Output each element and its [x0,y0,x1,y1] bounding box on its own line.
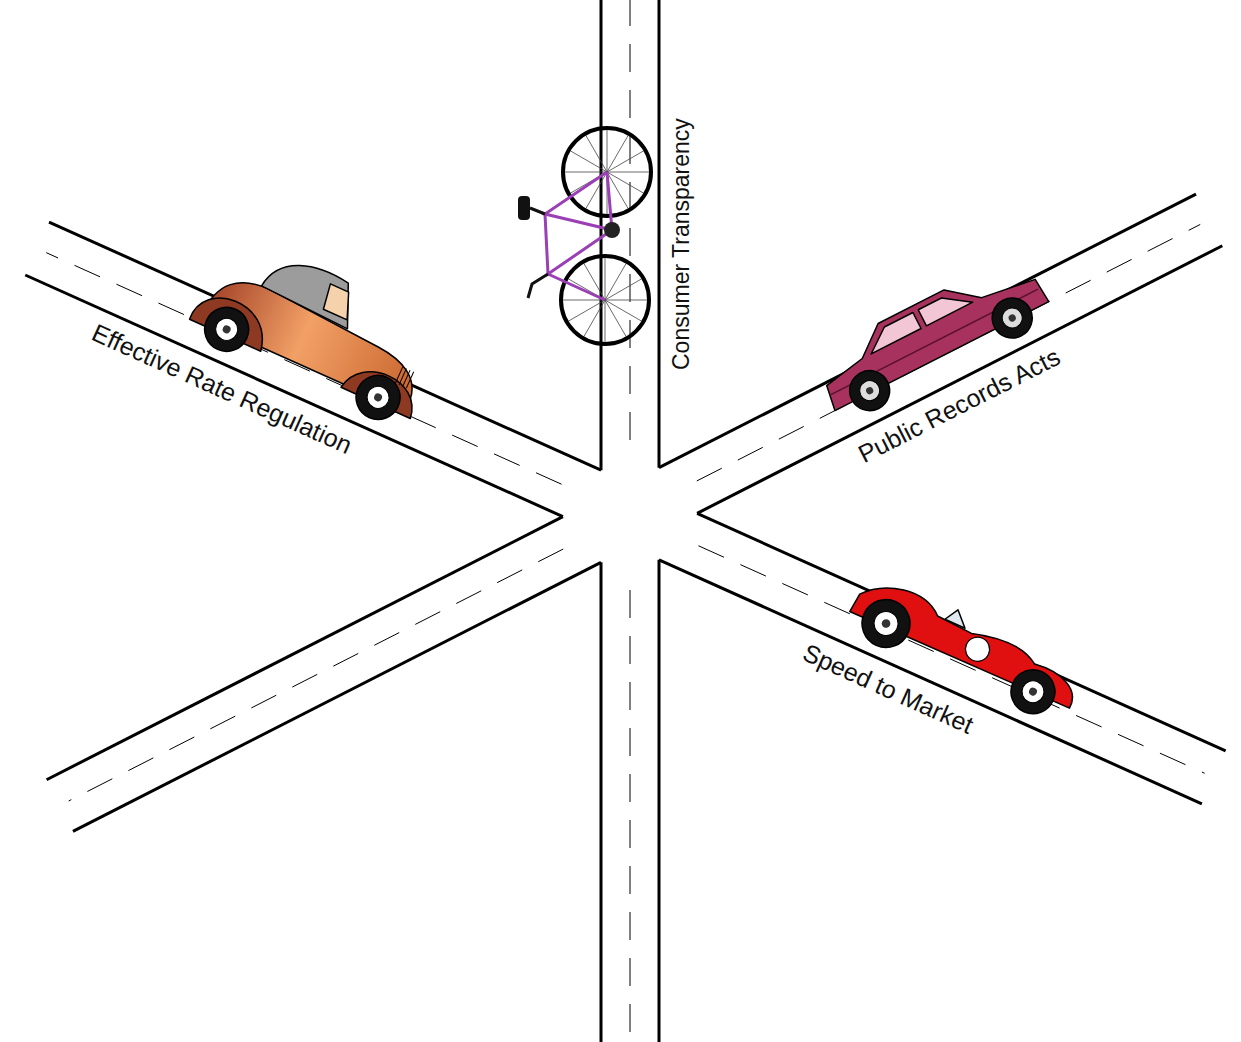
road-edge [659,560,1202,804]
car-window [918,286,973,326]
bicycle-spoke [571,151,607,172]
bicycle-spoke [607,130,608,172]
race-roundel [962,633,994,665]
road-edge [73,562,601,831]
road-edge [47,517,563,780]
wheel-rim [870,608,902,640]
wheel-hub [221,324,231,334]
bicycle-fork [548,274,605,300]
bicycle-spoke [586,136,607,172]
lane-divider [697,224,1200,481]
bicycle-handlebar [528,274,548,298]
road-edge [600,562,603,1042]
bicycle-spoke [607,151,643,172]
bicycle-spoke [584,300,605,336]
bicycle-spoke [605,300,626,336]
grille-line [403,370,410,386]
road-edge [658,560,661,1042]
bicycle-spoke [565,172,607,173]
road-network [25,0,1225,1042]
wheel [854,592,917,655]
bicycle-spoke [607,172,643,193]
bicycle-spoke [605,264,626,300]
wheel-rim [856,377,883,404]
wheel-rim [364,383,393,412]
car-roof [260,250,365,329]
bicycle-spoke [605,300,606,342]
wheel [843,364,897,418]
wheel [1004,663,1062,721]
bicycle-frame [545,214,612,274]
bicycle-spoke [605,258,606,300]
lane-divider [630,590,631,1042]
grille-line [399,368,406,384]
bicycle-frame [545,172,612,230]
lane-divider [69,549,564,801]
wheel [349,368,407,426]
wheel [985,291,1039,345]
lane-divider [630,0,631,440]
wheel-hub [1028,686,1038,696]
road-edge [49,222,601,470]
road-edge [697,246,1222,514]
bicycle-seat [518,196,530,220]
wheel [198,300,256,358]
wheel-hub [880,618,891,629]
bicycle-crank [604,222,620,238]
lane-divider [698,546,1204,774]
bicycle-seatpost [530,208,545,214]
grille-line [395,367,402,383]
bicycle [518,128,651,344]
wheel-hub [373,392,383,402]
wheel-rim [999,305,1026,332]
road-edge [658,0,661,468]
bicycle-spoke [607,172,649,173]
bicycle-spoke [607,136,628,172]
wheel-rim [1018,677,1047,706]
grille-line [406,372,413,388]
wheel-rim [212,315,241,344]
car-window [863,312,921,353]
bicycle-spoke [605,279,641,300]
bicycle-spoke [563,300,605,301]
bicycle-spoke [569,300,605,321]
road-edge [697,513,1226,751]
windscreen [945,606,971,628]
bicycle-spoke [605,300,641,321]
wheel-hub [1007,313,1017,323]
bicycle-spoke [605,300,647,301]
race-car [842,570,1088,729]
wheel-hub [865,386,875,396]
sedan-car [809,250,1057,427]
road-label: Consumer Transparency [669,118,694,370]
car-window [320,284,358,320]
